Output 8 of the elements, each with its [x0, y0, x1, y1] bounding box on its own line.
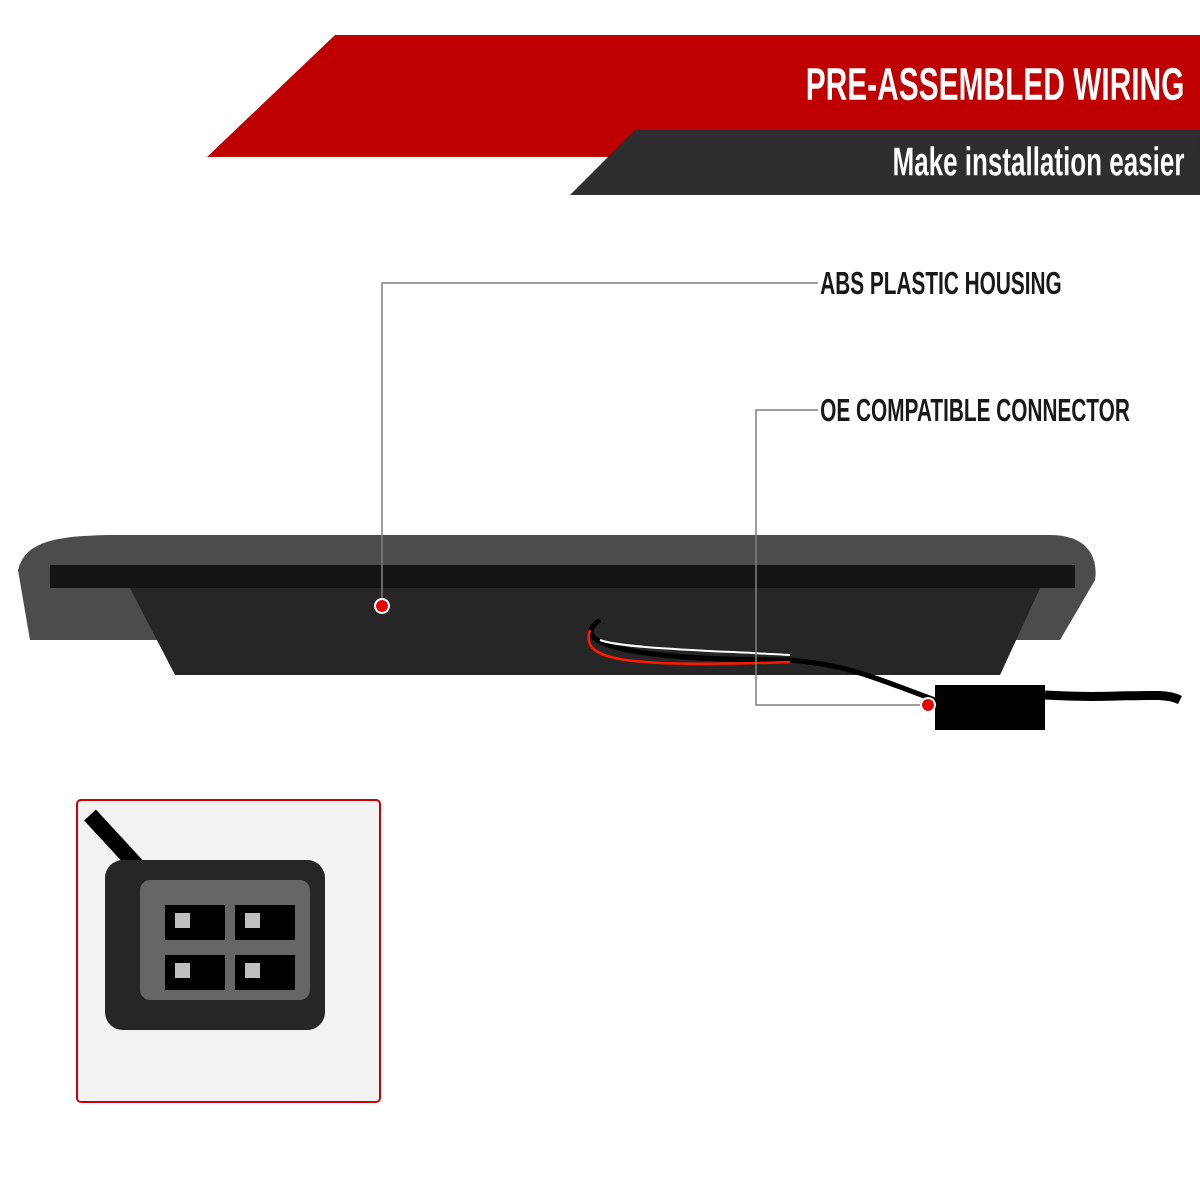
marker-dot — [374, 598, 390, 614]
marker-dot — [920, 697, 936, 713]
callout-label: ABS PLASTIC HOUSING — [820, 271, 1061, 295]
title: PRE-ASSEMBLED WIRING — [807, 67, 1183, 101]
subtitle: Make installation easier — [894, 146, 1185, 176]
leader-line — [755, 409, 921, 706]
callout-label: OE COMPATIBLE CONNECTOR — [821, 398, 1130, 422]
leader-line — [381, 282, 819, 599]
